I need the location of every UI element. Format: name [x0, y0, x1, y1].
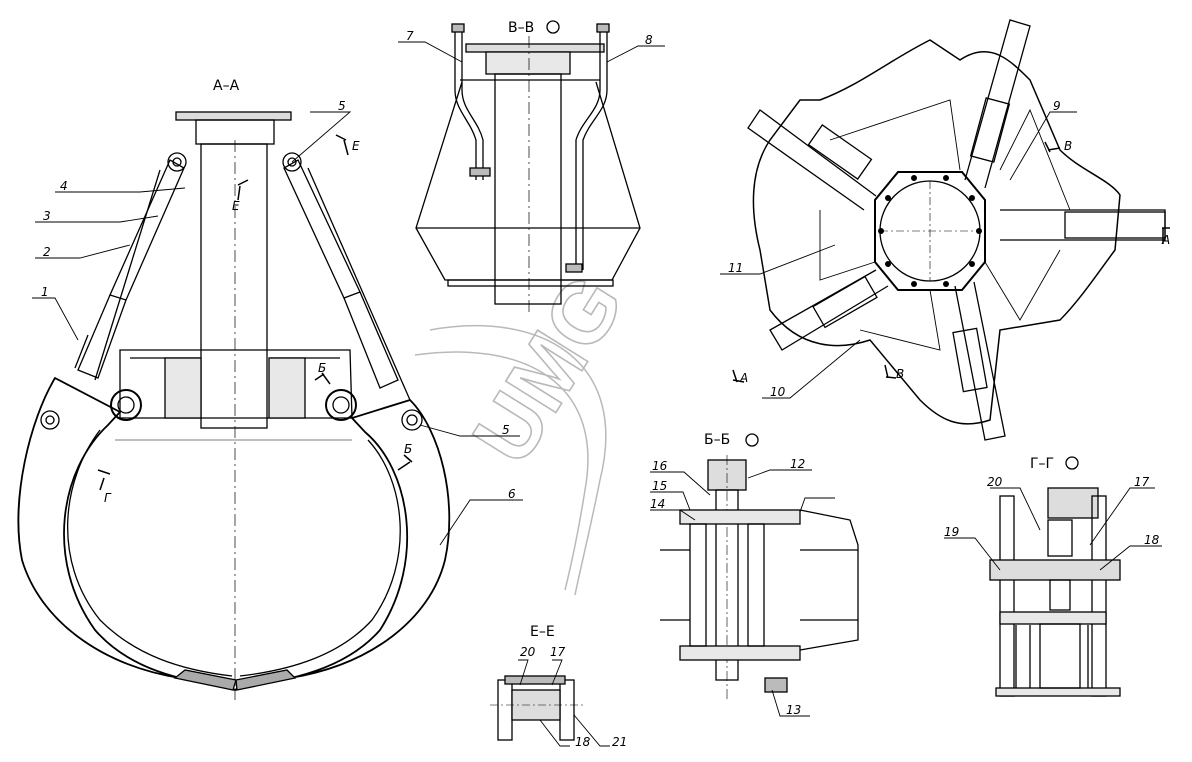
view-bb: [660, 455, 859, 700]
watermark: UMG: [454, 258, 643, 481]
callout-2: 2: [43, 245, 51, 259]
callout-13: 13: [786, 703, 801, 717]
callout-15: 15: [652, 479, 667, 493]
svg-text:Е: Е: [232, 199, 240, 213]
callout-8: 8: [645, 33, 653, 47]
svg-text:В: В: [1064, 139, 1072, 153]
callout-5: 5: [338, 99, 346, 113]
svg-text:В: В: [896, 367, 904, 381]
callout-3: 3: [43, 209, 51, 223]
section-circle-icon: [745, 433, 759, 447]
title-vv: В–В: [508, 20, 534, 36]
callout-12: 12: [790, 457, 805, 471]
callout-20: 20: [987, 475, 1003, 489]
view-aa: [17, 111, 451, 700]
callout-9: 9: [1053, 99, 1061, 113]
callout-17: 17: [550, 645, 566, 659]
callout-11: 11: [728, 261, 743, 275]
callout-16: 16: [652, 459, 668, 473]
title-aa: А–А: [213, 78, 240, 94]
callout-6: 6: [508, 487, 516, 501]
callout-18: 18: [1144, 533, 1160, 547]
callout-19: 19: [944, 525, 959, 539]
title-ee: Е–Е: [530, 624, 555, 640]
svg-text:Г: Г: [104, 491, 112, 505]
section-titles: А–А В–В Б–Б Г–Г Е–Е: [213, 20, 1079, 640]
section-circle-icon: [546, 20, 560, 34]
title-bb: Б–Б: [704, 432, 730, 448]
svg-text:А: А: [739, 371, 748, 385]
view-ee: [490, 675, 585, 741]
watermark-cable: [414, 325, 607, 596]
svg-text:UMG: UMG: [455, 259, 643, 480]
svg-text:Б: Б: [404, 442, 412, 456]
callout-1: 1: [41, 285, 49, 299]
callout-7: 7: [406, 29, 414, 43]
callouts: 1 2 3 4 5 5 6 7 8 9 10 11 12 13 14 15 16…: [41, 29, 1160, 749]
section-circle-icon: [1065, 456, 1079, 470]
svg-text:А: А: [1161, 233, 1170, 247]
callout-21: 21: [612, 735, 627, 749]
svg-text:Б: Б: [318, 361, 326, 375]
leader-lines: [32, 41, 1162, 747]
view-vv: [415, 23, 641, 312]
view-plan: [747, 19, 1166, 441]
cut-marks: [97, 134, 1170, 491]
callout-5: 5: [502, 423, 510, 437]
cut-mark-labels: Е Е Б Б Г В А А В: [104, 139, 1170, 505]
callout-4: 4: [60, 179, 68, 193]
callout-17: 17: [1134, 475, 1150, 489]
callout-18: 18: [575, 735, 591, 749]
callout-10: 10: [770, 385, 786, 399]
view-gg: [989, 487, 1121, 697]
callout-14: 14: [650, 497, 665, 511]
svg-text:Е: Е: [352, 139, 360, 153]
title-gg: Г–Г: [1030, 456, 1054, 472]
callout-20: 20: [520, 645, 536, 659]
